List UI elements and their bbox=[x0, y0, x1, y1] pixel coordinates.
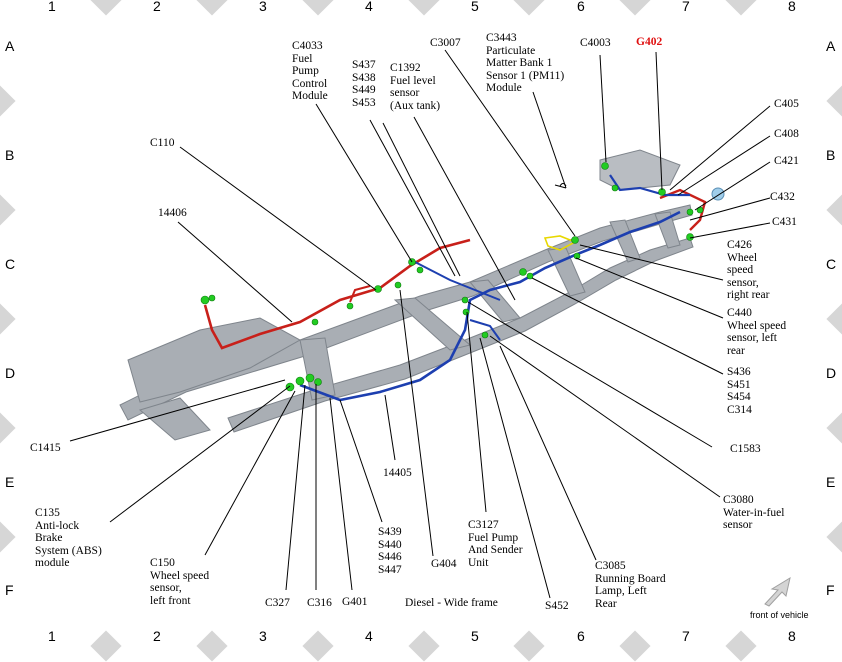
label-c408: C408 bbox=[774, 128, 799, 140]
label-c432: C432 bbox=[770, 191, 795, 203]
connector-markers bbox=[200, 162, 704, 392]
label-g402: G402 bbox=[636, 36, 663, 48]
label-s436-group: S436 S451 S454 C314 bbox=[727, 366, 752, 416]
grid-row-right-b: B bbox=[826, 147, 836, 163]
vehicle-frame bbox=[119, 149, 694, 441]
label-s439-group: S439 S440 S446 S447 bbox=[378, 526, 402, 576]
grid-col-bottom-3: 3 bbox=[259, 628, 267, 644]
grid-col-bottom-8: 8 bbox=[788, 628, 796, 644]
label-g401: G401 bbox=[342, 596, 368, 608]
label-c110: C110 bbox=[150, 137, 175, 149]
leader-lines bbox=[69, 49, 771, 599]
label-c3443: C3443 Particulate Matter Bank 1 Sensor 1… bbox=[486, 32, 565, 94]
label-c421: C421 bbox=[774, 155, 799, 167]
grid-col-bottom-1: 1 bbox=[48, 628, 56, 644]
grid-col-top-2: 2 bbox=[153, 0, 161, 14]
grid-row-left-a: A bbox=[5, 38, 15, 54]
grid-row-left-c: C bbox=[5, 256, 16, 272]
grid-row-left-b: B bbox=[5, 147, 15, 163]
label-g404: G404 bbox=[431, 558, 457, 570]
frame-harness-drawing bbox=[69, 49, 791, 607]
label-c316: C316 bbox=[307, 597, 332, 609]
grid-col-bottom-7: 7 bbox=[682, 628, 690, 644]
grid-row-left-e: E bbox=[5, 474, 15, 490]
label-c426: C426 Wheel speed sensor, right rear bbox=[727, 239, 770, 301]
grid-col-bottom-6: 6 bbox=[577, 628, 585, 644]
grid-row-right-a: A bbox=[826, 38, 836, 54]
grid-row-right-e: E bbox=[826, 474, 836, 490]
grid-col-bottom-2: 2 bbox=[153, 628, 161, 644]
grid-col-top-6: 6 bbox=[577, 0, 585, 14]
diagram-caption: Diesel - Wide frame bbox=[405, 597, 498, 609]
grid-col-top-4: 4 bbox=[365, 0, 373, 14]
label-c135: C135 Anti-lock Brake System (ABS) module bbox=[35, 507, 102, 569]
blue-harness bbox=[299, 210, 681, 402]
label-c3127: C3127 Fuel Pump And Sender Unit bbox=[468, 519, 523, 569]
grid-row-left-f: F bbox=[5, 582, 14, 598]
label-c4003: C4003 bbox=[580, 37, 611, 49]
label-c3007: C3007 bbox=[430, 37, 461, 49]
label-s452: S452 bbox=[545, 600, 569, 612]
grid-col-top-1: 1 bbox=[48, 0, 56, 14]
grid-row-right-f: F bbox=[826, 582, 835, 598]
grid-row-right-c: C bbox=[826, 256, 837, 272]
label-c1583: C1583 bbox=[730, 443, 761, 455]
grid-row-right-d: D bbox=[826, 365, 837, 381]
label-s437-group: S437 S438 S449 S453 bbox=[352, 59, 376, 109]
grid-row-left-d: D bbox=[5, 365, 16, 381]
front-arrow-icon bbox=[764, 576, 791, 607]
label-c4033: C4033 Fuel Pump Control Module bbox=[292, 40, 328, 102]
label-14405: 14405 bbox=[383, 467, 412, 479]
label-c3085: C3085 Running Board Lamp, Left Rear bbox=[595, 560, 666, 610]
grid-col-bottom-4: 4 bbox=[365, 628, 373, 644]
label-c431: C431 bbox=[772, 216, 797, 228]
label-c405: C405 bbox=[774, 98, 799, 110]
label-c1415: C1415 bbox=[30, 442, 61, 454]
grid-col-bottom-5: 5 bbox=[471, 628, 479, 644]
grid-col-top-3: 3 bbox=[259, 0, 267, 14]
label-c1392: C1392 Fuel level sensor (Aux tank) bbox=[390, 62, 441, 112]
label-c327: C327 bbox=[265, 597, 290, 609]
label-c3080: C3080 Water-in-fuel sensor bbox=[723, 494, 785, 531]
label-c440: C440 Wheel speed sensor, left rear bbox=[727, 307, 787, 357]
red-harness bbox=[203, 238, 471, 350]
grid-col-top-8: 8 bbox=[788, 0, 796, 14]
grid-col-top-7: 7 bbox=[682, 0, 690, 14]
label-c150: C150 Wheel speed sensor, left front bbox=[150, 557, 210, 607]
grid-col-top-5: 5 bbox=[471, 0, 479, 14]
front-of-vehicle-label: front of vehicle bbox=[750, 610, 809, 620]
label-14406: 14406 bbox=[158, 207, 187, 219]
